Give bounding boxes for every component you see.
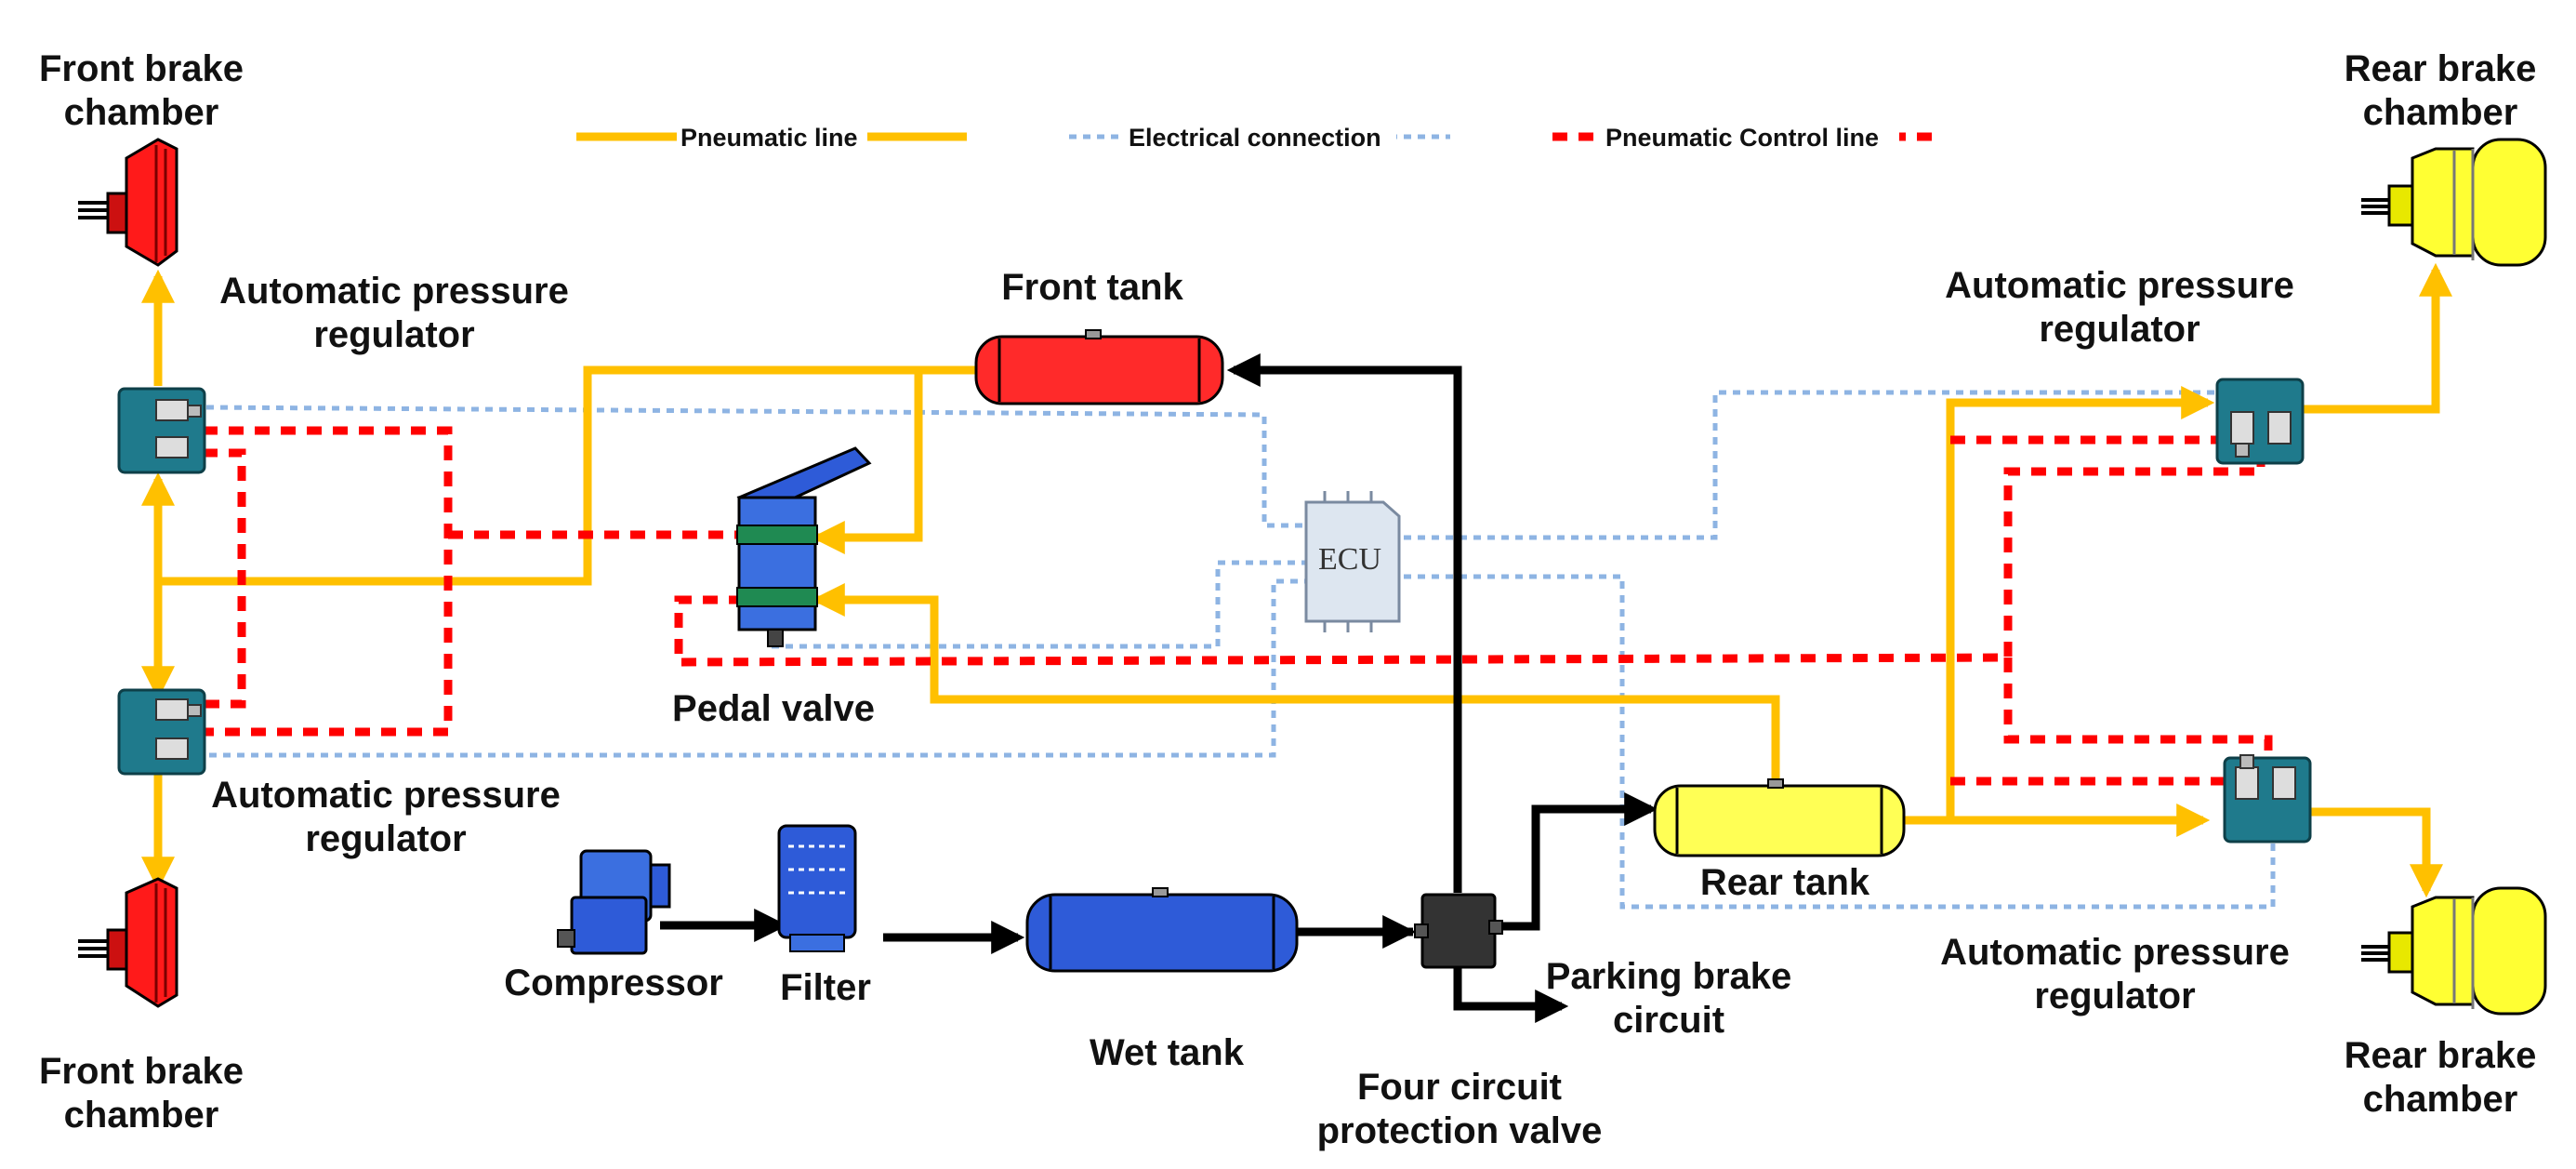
compressor-label: Compressor	[504, 963, 723, 1003]
rear-brake-chamber-bottom-label-1: Rear brake	[2345, 1035, 2537, 1076]
rear-brake-chamber-top-label-1: Rear brake	[2345, 48, 2537, 89]
rear-brake-chamber-top-label-2: chamber	[2363, 92, 2518, 133]
apr-front-bottom	[117, 688, 206, 776]
rear-brake-chamber-bottom	[2361, 886, 2547, 1016]
wet-tank-label: Wet tank	[1090, 1032, 1245, 1073]
apr-rear-bottom-label-1: Automatic pressure	[1940, 932, 2290, 973]
apr-front-bottom-label-1: Automatic pressure	[211, 775, 561, 816]
front-brake-chamber-top-label-1: Front brake	[39, 48, 244, 89]
apr-rear-top	[2215, 378, 2305, 465]
four-circuit-valve-label-1: Four circuit	[1357, 1067, 1562, 1108]
legend-electrical-label: Electrical connection	[1129, 124, 1381, 152]
compressor	[557, 849, 671, 955]
pedal-valve-label: Pedal valve	[672, 688, 875, 729]
wet-tank	[1025, 887, 1299, 973]
front-brake-chamber-top	[78, 138, 178, 267]
legend-pneumatic-line-label: Pneumatic line	[680, 124, 858, 152]
apr-rear-bottom-label-2: regulator	[2034, 976, 2195, 1016]
electrical-connections	[181, 390, 2276, 910]
legend: Pneumatic line Electrical connection Pne…	[576, 119, 1943, 153]
parking-brake-label-1: Parking brake	[1546, 956, 1792, 997]
front-brake-chamber-bottom	[78, 877, 178, 1008]
parking-brake-label-2: circuit	[1613, 1000, 1724, 1041]
apr-front-top-label-2: regulator	[313, 314, 474, 355]
front-brake-chamber-top-label-2: chamber	[64, 92, 219, 133]
legend-control-line-label: Pneumatic Control line	[1605, 124, 1879, 152]
pneumatic-lines	[141, 262, 2452, 898]
rear-brake-chamber-top	[2361, 138, 2547, 267]
apr-rear-top-label-1: Automatic pressure	[1945, 265, 2294, 306]
front-brake-chamber-bottom-label-2: chamber	[64, 1095, 219, 1136]
filter	[777, 824, 857, 952]
pneumatic-control-lines	[177, 426, 2273, 786]
rear-tank	[1653, 778, 1906, 857]
four-circuit-valve-label-2: protection valve	[1317, 1110, 1603, 1151]
ecu-label: ECU	[1318, 542, 1381, 577]
rear-tank-label: Rear tank	[1700, 862, 1870, 903]
supply-lines	[660, 353, 1658, 1023]
front-brake-chamber-bottom-label-1: Front brake	[39, 1051, 244, 1092]
apr-front-bottom-label-2: regulator	[305, 818, 466, 859]
apr-front-top	[117, 387, 206, 474]
ecu-box: ECU	[1304, 491, 1401, 632]
pedal-valve	[736, 446, 872, 647]
front-tank	[974, 329, 1224, 405]
apr-rear-top-label-2: regulator	[2039, 309, 2200, 350]
front-tank-label: Front tank	[1001, 267, 1183, 308]
apr-rear-bottom	[2223, 754, 2312, 844]
rear-brake-chamber-bottom-label-2: chamber	[2363, 1079, 2518, 1120]
apr-front-top-label-1: Automatic pressure	[219, 271, 569, 312]
filter-label: Filter	[780, 967, 871, 1008]
four-circuit-protection-valve	[1414, 893, 1503, 969]
